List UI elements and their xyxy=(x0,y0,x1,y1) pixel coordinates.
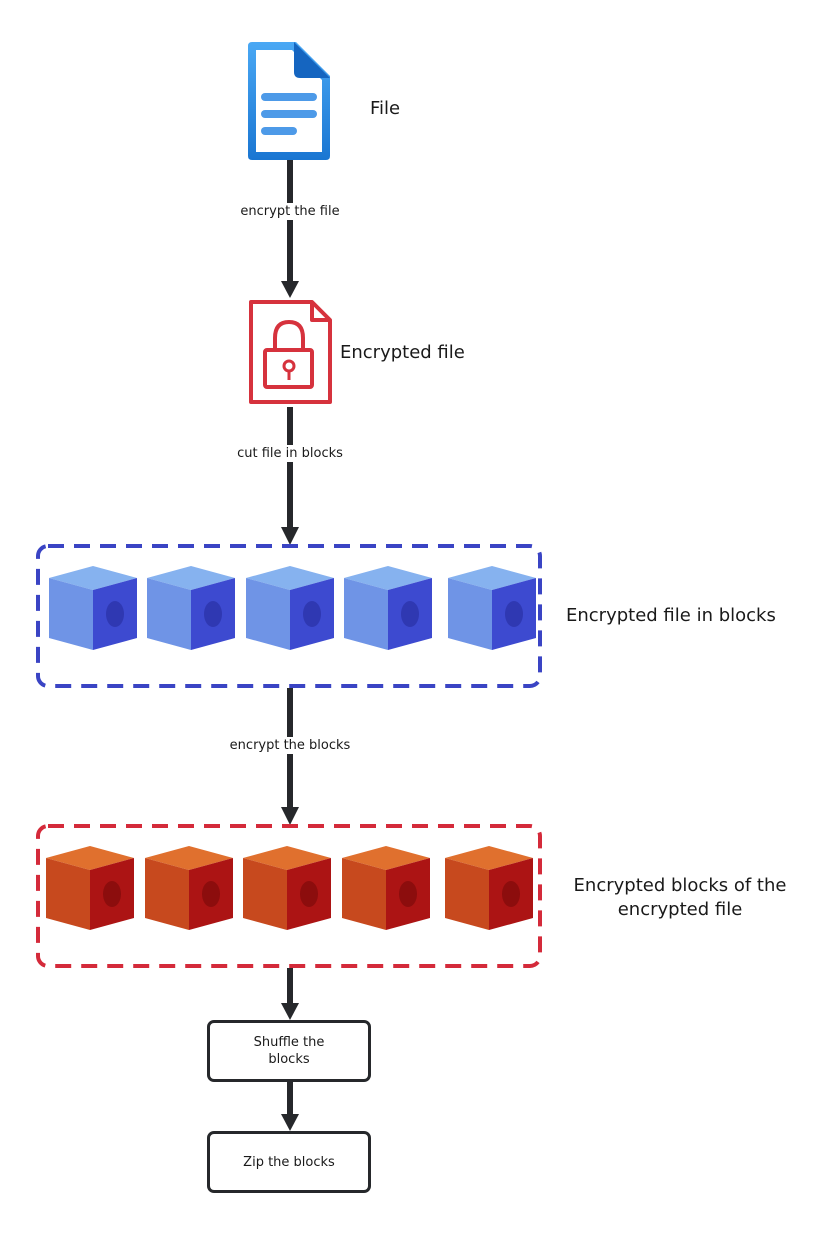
zip-blocks-label: Zip the blocks xyxy=(243,1154,335,1170)
red-cube-icon xyxy=(243,846,331,930)
edge-file-to-encrypted xyxy=(281,160,299,298)
file-label: File xyxy=(370,98,401,119)
red-cube-icon xyxy=(342,846,430,930)
locked-file-icon xyxy=(249,300,332,404)
edge-encrypted-blocks-to-shuffle xyxy=(281,968,299,1020)
blue-cube-icon xyxy=(49,566,137,650)
zip-blocks-box: Zip the blocks xyxy=(207,1131,371,1193)
encrypted-blocks-label: Encrypted blocks of the encrypted file xyxy=(573,875,787,920)
blue-cube-icon xyxy=(448,566,536,650)
edge-encrypted-to-blocks xyxy=(281,407,299,545)
shuffle-blocks-box: Shuffle the blocks xyxy=(207,1020,371,1082)
encrypted-file-in-blocks-label: Encrypted file in blocks xyxy=(566,605,776,626)
red-cube-icon xyxy=(145,846,233,930)
blue-cube-icon xyxy=(344,566,432,650)
edge-label-encrypt-blocks: encrypt the blocks xyxy=(227,737,353,754)
document-icon xyxy=(248,42,330,160)
blue-cube-icon xyxy=(147,566,235,650)
red-cube-icon xyxy=(46,846,134,930)
blue-cube-icon xyxy=(246,566,334,650)
edge-shuffle-to-zip xyxy=(281,1080,299,1131)
edge-blocks-to-encrypted-blocks xyxy=(281,688,299,825)
red-cube-icon xyxy=(445,846,533,930)
encrypted-file-label: Encrypted file xyxy=(340,342,465,363)
edge-label-encrypt-file: encrypt the file xyxy=(238,203,342,220)
edge-label-cut-file: cut file in blocks xyxy=(235,445,345,462)
shuffle-blocks-label: Shuffle the blocks xyxy=(253,1035,325,1067)
